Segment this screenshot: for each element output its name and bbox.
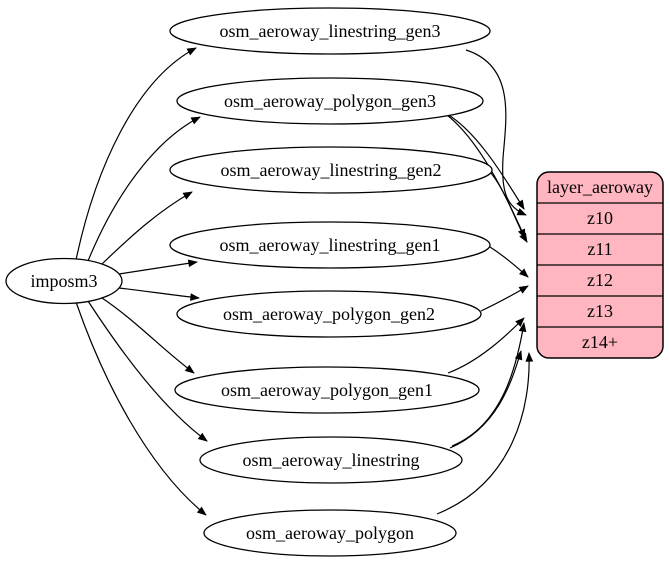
imposm3-label: imposm3	[30, 271, 97, 291]
edge-linestring-gen3-z10	[465, 49, 527, 216]
edge-imposm3-polygon	[75, 301, 207, 516]
record-row-z12: z12	[587, 270, 613, 290]
record-layer-aeroway: layer_aeroway z10 z11 z12 z13 z14+	[536, 171, 664, 359]
polygon-gen2-label: osm_aeroway_polygon_gen2	[223, 304, 435, 324]
record-row-z14: z14+	[582, 332, 618, 352]
edge-imposm3-polygon-gen2	[118, 287, 200, 301]
node-osm-aeroway-linestring-gen2: osm_aeroway_linestring_gen2	[169, 146, 493, 194]
edge-linestring-gen2-z11	[490, 172, 528, 243]
linestring-gen3-label: osm_aeroway_linestring_gen3	[220, 21, 441, 41]
edge-polygon-gen2-z12	[480, 285, 529, 312]
node-osm-aeroway-linestring-gen1: osm_aeroway_linestring_gen1	[169, 221, 491, 269]
polygon-label: osm_aeroway_polygon	[246, 523, 414, 543]
node-osm-aeroway-linestring: osm_aeroway_linestring	[199, 436, 463, 484]
polygon-gen3-label: osm_aeroway_polygon_gen3	[224, 91, 436, 111]
polygon-gen3-ellipse	[176, 77, 484, 125]
edges-to-layer	[436, 49, 534, 515]
edge-imposm3-linestring-gen2	[101, 191, 193, 265]
edge-imposm3-linestring-gen3	[75, 47, 197, 261]
linestring-label: osm_aeroway_linestring	[243, 450, 420, 470]
edge-imposm3-polygon-gen3	[87, 116, 201, 262]
edge-imposm3-polygon-gen1	[101, 297, 195, 374]
edge-linestring-z13	[451, 322, 527, 447]
edges-from-source	[75, 47, 208, 516]
linestring-gen1-ellipse	[169, 221, 491, 269]
polygon-gen1-ellipse	[174, 366, 480, 414]
linestring-gen3-ellipse	[169, 7, 491, 55]
node-osm-aeroway-polygon-gen3: osm_aeroway_polygon_gen3	[176, 77, 484, 125]
imposm3-ellipse	[5, 257, 123, 305]
linestring-gen2-label: osm_aeroway_linestring_gen2	[221, 160, 442, 180]
linestring-gen2-ellipse	[169, 146, 493, 194]
node-imposm3: imposm3	[5, 257, 123, 305]
node-osm-aeroway-polygon: osm_aeroway_polygon	[203, 509, 457, 557]
edge-imposm3-linestring-gen1	[118, 259, 198, 275]
layer-title: layer_aeroway	[547, 177, 653, 197]
edge-imposm3-linestring	[87, 300, 208, 442]
polygon-gen2-ellipse	[176, 290, 482, 338]
edge-linestring-z14	[449, 350, 523, 449]
node-osm-aeroway-polygon-gen2: osm_aeroway_polygon_gen2	[176, 290, 482, 338]
edge-polygon-gen3-z10	[446, 113, 525, 210]
polygon-ellipse	[203, 509, 457, 557]
linestring-ellipse	[199, 436, 463, 484]
polygon-gen1-label: osm_aeroway_polygon_gen1	[221, 380, 433, 400]
record-row-z11: z11	[587, 239, 612, 259]
node-osm-aeroway-polygon-gen1: osm_aeroway_polygon_gen1	[174, 366, 480, 414]
record-row-z10: z10	[587, 208, 613, 228]
linestring-gen1-label: osm_aeroway_linestring_gen1	[220, 235, 441, 255]
edge-polygon-z14	[436, 352, 534, 515]
record-row-z13: z13	[587, 301, 613, 321]
node-osm-aeroway-linestring-gen3: osm_aeroway_linestring_gen3	[169, 7, 491, 55]
edge-linestring-gen1-z12	[489, 246, 529, 278]
